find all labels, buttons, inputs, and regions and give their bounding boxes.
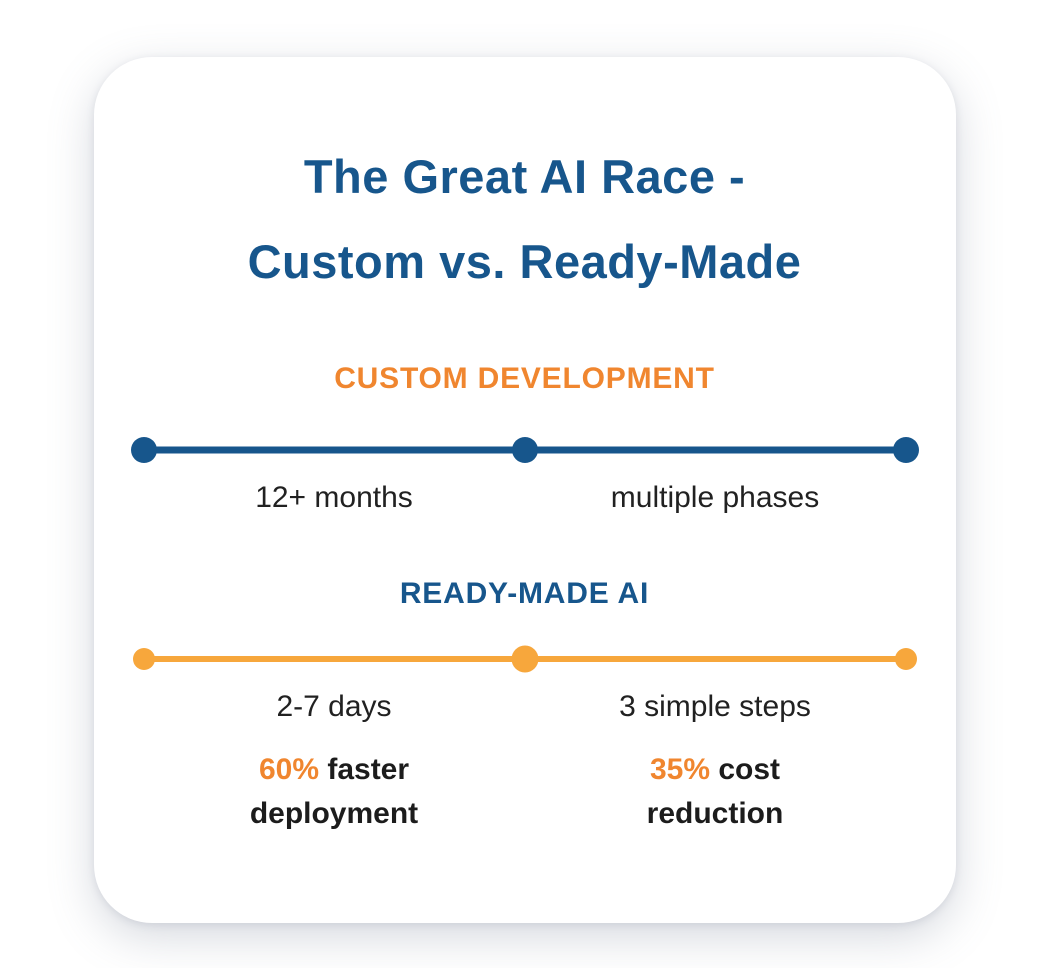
- custom-label-phases: multiple phases: [610, 481, 820, 515]
- ready-label-duration: 2-7 days: [276, 690, 392, 724]
- stat-faster-line2: deployment: [249, 796, 419, 830]
- stat-faster-line1: 60% faster: [144, 748, 525, 792]
- ready-made-stats: 60% faster deployment 35% cost reduction: [144, 748, 906, 835]
- stat-faster-text: faster: [319, 753, 410, 787]
- stat-faster-value: 60%: [258, 753, 319, 787]
- stat-faster-deployment: 60% faster deployment: [144, 748, 525, 835]
- custom-timeline: [130, 436, 919, 464]
- ready-made-timeline-dot-start: [132, 648, 155, 671]
- page-title: The Great AI Race - Custom vs. Ready-Mad…: [144, 135, 906, 304]
- stat-cost-value: 35%: [649, 753, 710, 787]
- custom-development-heading: CUSTOM DEVELOPMENT: [334, 362, 715, 396]
- custom-timeline-dot-middle: [511, 437, 538, 464]
- ready-made-timeline-dot-middle: [511, 645, 538, 673]
- stat-cost-line2: reduction: [646, 796, 784, 830]
- custom-timeline-dot-end: [892, 437, 919, 464]
- stat-cost-text: cost: [710, 753, 781, 787]
- custom-label-duration: 12+ months: [255, 481, 413, 515]
- ready-made-timeline-labels: 2-7 days 3 simple steps: [144, 690, 906, 724]
- custom-timeline-labels: 12+ months multiple phases: [144, 481, 906, 515]
- ready-made-timeline: [132, 645, 917, 673]
- stat-cost-line1: 35% cost: [525, 748, 906, 792]
- stat-cost-reduction: 35% cost reduction: [525, 748, 906, 835]
- ready-label-steps: 3 simple steps: [619, 690, 811, 724]
- ready-made-heading: READY-MADE AI: [399, 577, 650, 611]
- title-line-2: Custom vs. Ready-Made: [247, 234, 802, 288]
- infographic-card: The Great AI Race - Custom vs. Ready-Mad…: [93, 57, 956, 924]
- ready-made-timeline-dot-end: [894, 648, 917, 671]
- custom-timeline-dot-start: [130, 437, 157, 464]
- title-line-1: The Great AI Race -: [303, 150, 746, 203]
